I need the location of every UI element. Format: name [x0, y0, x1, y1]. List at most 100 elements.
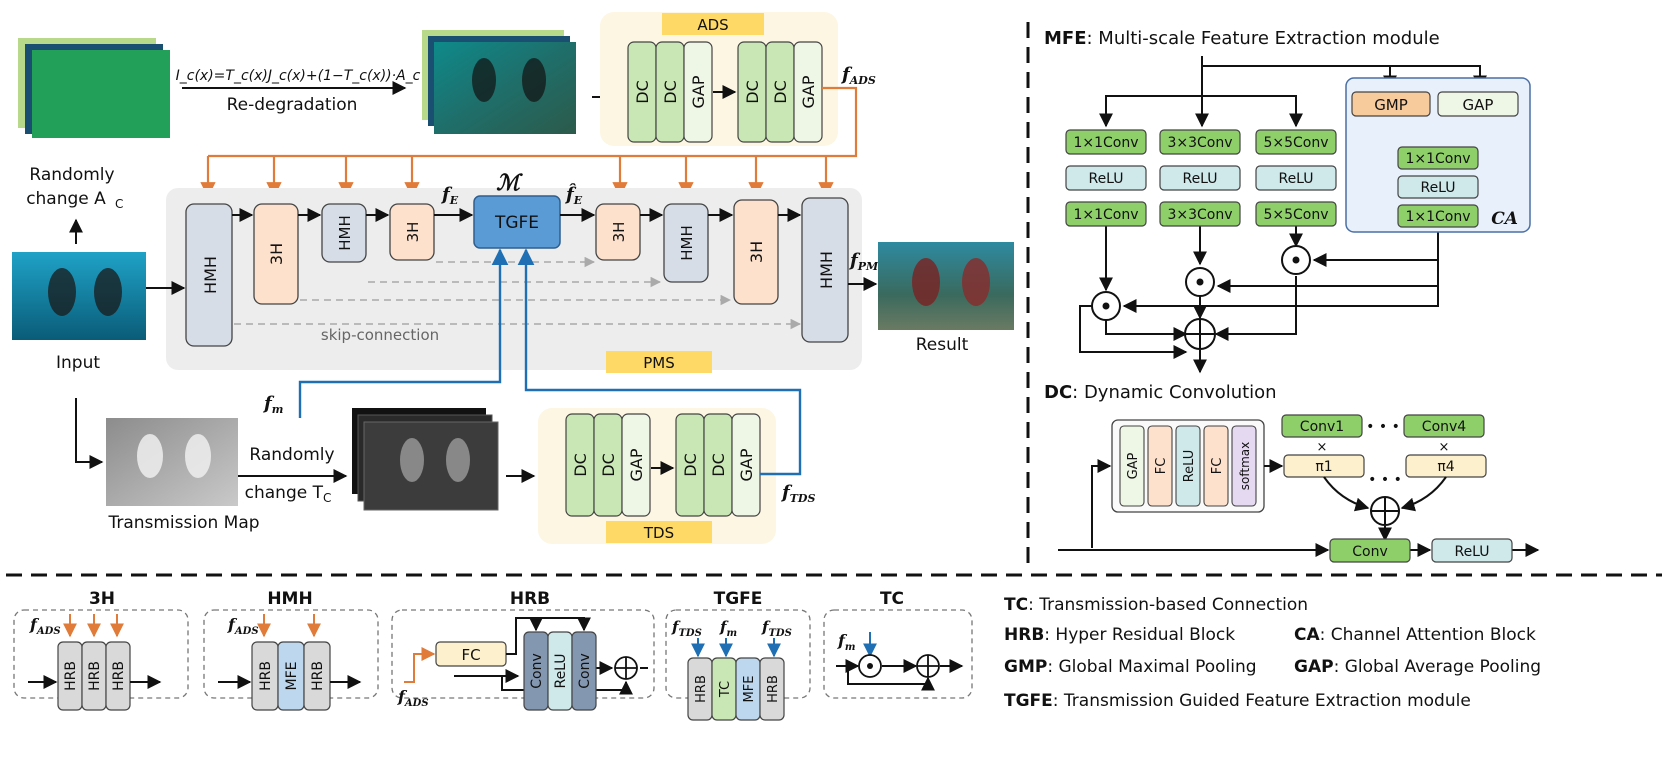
result-image — [878, 242, 1014, 330]
svg-text:ReLU: ReLU — [1182, 450, 1197, 483]
svg-text:1×1Conv: 1×1Conv — [1405, 151, 1470, 167]
pms-hmh-2: HMH — [321, 203, 367, 263]
bottom-hrb-fc: FC — [435, 641, 507, 667]
pms-3h-4: 3H — [733, 199, 779, 305]
svg-text:HRB: HRB — [310, 661, 326, 691]
svg-text:PMS: PMS — [643, 354, 675, 372]
mfe-gap: GAP — [1437, 91, 1519, 117]
svg-text:ReLU: ReLU — [1182, 171, 1217, 187]
pms-3h-1: 3H — [253, 203, 299, 305]
f-e-label: fE — [440, 184, 459, 207]
bottom-tgfe-ftds-2: fTDS — [761, 618, 792, 639]
transmission-map-label: Transmission Map — [107, 513, 259, 533]
bottom-3h-box — [13, 609, 189, 699]
mfe-branch-5x5: 5×5Conv ReLU 5×5Conv — [1255, 129, 1337, 227]
bottom-tc-fm: fm — [837, 631, 855, 653]
ads-block-2: DC DC GAP — [737, 41, 823, 143]
pms-3h-2: 3H — [389, 203, 435, 261]
tds-line — [517, 248, 802, 476]
svg-text:1×1Conv: 1×1Conv — [1073, 135, 1138, 151]
svg-text:ReLU: ReLU — [1278, 171, 1313, 187]
mfe-gmp: GMP — [1351, 91, 1431, 117]
degradation-formula: I_c(x)=T_c(x)J_c(x)+(1−T_c(x))·A_c — [176, 68, 421, 84]
f-ads-label: fADS — [840, 64, 876, 87]
bottom-hrb-add — [614, 656, 638, 680]
bottom-hmh-blocks: HRB MFE HRB — [251, 641, 331, 711]
bottom-hmh-title: HMH — [267, 589, 312, 609]
svg-text:Conv4: Conv4 — [1422, 419, 1466, 435]
svg-text:HMH: HMH — [817, 251, 836, 289]
svg-text:ReLU: ReLU — [1454, 544, 1489, 560]
svg-text:HRB: HRB — [766, 675, 781, 703]
skip-connection-label: skip-connection — [321, 326, 439, 344]
pms-hmh-3: HMH — [663, 203, 709, 283]
legend-hrb: HRB: Hyper Residual Block — [1004, 625, 1235, 645]
mfe-add-op — [1184, 318, 1216, 350]
svg-text:TC: TC — [718, 681, 733, 698]
svg-text:Conv: Conv — [1352, 544, 1388, 560]
mfe-lines — [1079, 56, 1487, 374]
bottom-hmh-arrows — [257, 614, 321, 638]
svg-text:HRB: HRB — [258, 661, 274, 691]
svg-text:3H: 3H — [610, 222, 628, 243]
pms-3h-3: 3H — [595, 203, 641, 261]
svg-text:MFE: MFE — [284, 662, 300, 691]
svg-text:Randomly: Randomly — [29, 165, 114, 185]
dc-dots-top: • • • — [1366, 419, 1400, 435]
svg-text:DC: DC — [743, 80, 762, 104]
svg-text:3×3Conv: 3×3Conv — [1167, 135, 1232, 151]
svg-text:HMH: HMH — [336, 215, 354, 251]
dc-pi1: π1 — [1283, 454, 1365, 478]
dc-add-op — [1370, 496, 1400, 526]
svg-text:π1: π1 — [1315, 459, 1332, 475]
result-label: Result — [916, 335, 969, 355]
skip-connections — [234, 256, 802, 330]
svg-text:5×5Conv: 5×5Conv — [1263, 207, 1328, 223]
bottom-hmh-box — [203, 609, 379, 699]
mfe-multiply-dots — [1102, 256, 1300, 310]
ads-panel: ADS DC DC GAP DC DC GAP — [600, 12, 838, 146]
dc-pi4: π4 — [1405, 454, 1487, 478]
transmission-map-image — [106, 418, 238, 506]
ca-relu: ReLU — [1397, 175, 1479, 199]
legend-ca: CA: Channel Attention Block — [1294, 625, 1536, 645]
svg-text:DC: DC — [709, 453, 728, 477]
svg-text:ReLU: ReLU — [553, 653, 569, 688]
svg-text:DC: DC — [661, 80, 680, 104]
svg-text:HMH: HMH — [201, 256, 220, 294]
bottom-tgfe-fm: fm — [719, 618, 737, 639]
input-label: Input — [56, 353, 100, 373]
svg-text:FC: FC — [1210, 458, 1225, 475]
bottom-tgfe-blocks: HRB TC MFE HRB — [687, 657, 785, 721]
svg-text:HRB: HRB — [63, 661, 79, 691]
dc-conv1: Conv1 — [1281, 414, 1363, 438]
bottom-3h-arrows — [63, 614, 124, 638]
redegradation-label: Re-degradation — [227, 95, 358, 115]
mfe-branch-1x1: 1×1Conv ReLU 1×1Conv — [1065, 129, 1147, 227]
bottom-tgfe-box — [665, 609, 811, 699]
legend: TC: Transmission-based Connection HRB: H… — [1004, 595, 1541, 711]
svg-text:GAP: GAP — [1463, 96, 1494, 114]
svg-text:MFE: MFE — [742, 676, 757, 703]
mfe-title: MFE: Multi-scale Feature Extraction modu… — [1044, 28, 1440, 49]
svg-text:ReLU: ReLU — [1420, 180, 1455, 196]
legend-gmp: GMP: Global Maximal Pooling — [1004, 657, 1257, 677]
svg-text:CA: CA — [1491, 209, 1518, 229]
tds-block-2: DC DC GAP — [675, 413, 761, 517]
bottom-hrb-conv-relu-conv: Conv ReLU Conv — [523, 631, 597, 711]
svg-text:C: C — [115, 197, 123, 211]
tds-panel: TDS DC DC GAP DC DC GAP — [538, 408, 776, 544]
svg-text:Conv: Conv — [577, 653, 593, 689]
svg-text:GAP: GAP — [799, 75, 818, 108]
bottom-tgfe-title: TGFE — [714, 589, 763, 609]
tds-block-1: DC DC GAP — [565, 413, 651, 517]
svg-text:DC: DC — [771, 80, 790, 104]
svg-text:DC: DC — [681, 453, 700, 477]
randomly-change-tc-label-2: change TC — [245, 483, 332, 505]
svg-text:softmax: softmax — [1238, 442, 1252, 490]
svg-text:GAP: GAP — [1126, 452, 1141, 479]
fm-line — [298, 248, 509, 418]
bottom-tc-title: TC — [880, 589, 904, 609]
svg-text:ReLU: ReLU — [1088, 171, 1123, 187]
